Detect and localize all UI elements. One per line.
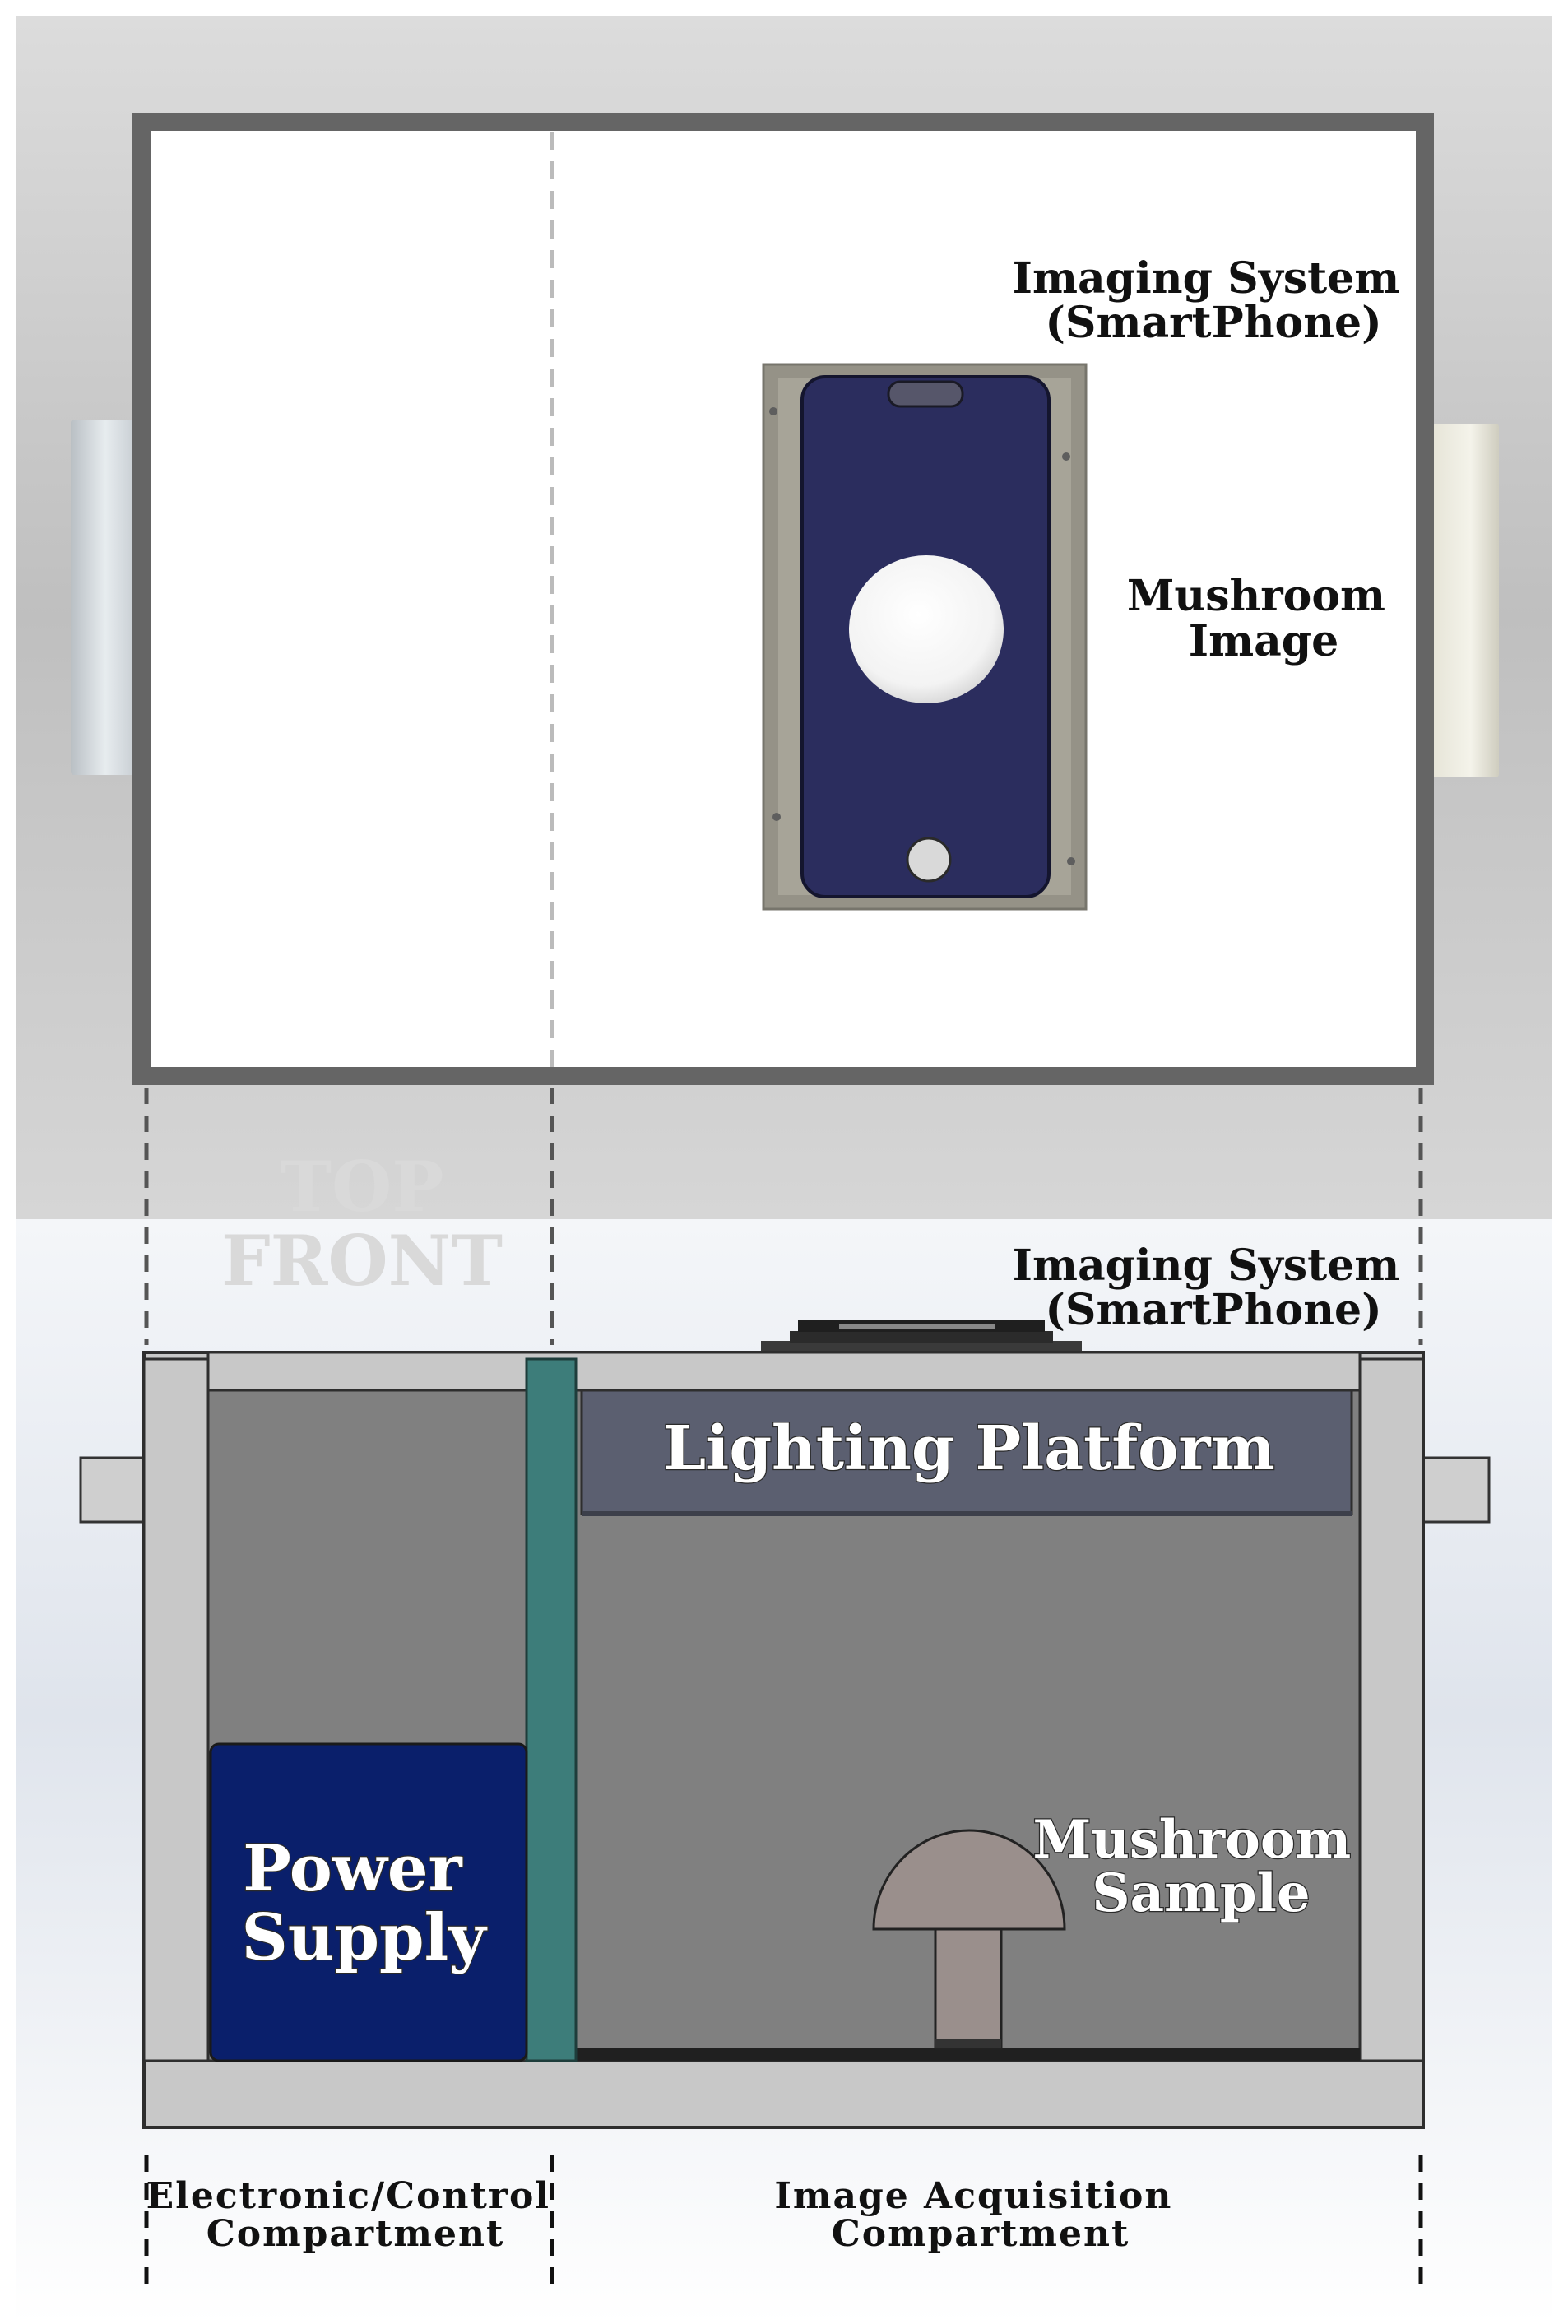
mushroom-image-cap: [849, 555, 1004, 703]
left-handle-front: [79, 1456, 148, 1524]
lighting-platform: [580, 1389, 1353, 1515]
top-view: Imaging System (SmartPhone) Mushroom Ima…: [16, 16, 1552, 1219]
compartment-divider: [525, 1357, 578, 2062]
right-handle-front: [1420, 1456, 1491, 1524]
mushroom-sample: [872, 1829, 1066, 2050]
left-handle-top: [71, 420, 140, 775]
side-wall-left: [142, 1357, 210, 2062]
mushroom-cap: [872, 1829, 1066, 1931]
smartphone-top: [762, 363, 1088, 911]
screw-icon: [1062, 452, 1070, 461]
mushroom-sample-label: Mushroom Sample: [1032, 1809, 1369, 1924]
imaging-system-label-front: Imaging System (SmartPhone): [1013, 1241, 1415, 1335]
front-view-label: FRONT: [221, 1220, 503, 1301]
home-button-icon: [906, 837, 952, 883]
right-handle-top: [1428, 424, 1499, 777]
top-view-label: TOP: [281, 1146, 444, 1227]
screw-icon: [772, 813, 781, 821]
side-wall-right: [1358, 1357, 1425, 2062]
power-supply: [209, 1742, 528, 2062]
lighting-platform-label: Lighting Platform: [663, 1413, 1275, 1484]
top-rim: [206, 1351, 1362, 1392]
chamber-floor: [576, 2048, 1360, 2061]
phone-notch: [887, 380, 964, 408]
image-compartment-label: Image Acquisition Compartment: [774, 2175, 1186, 2255]
front-view: TOP FRONT Imaging System (SmartPhone) Li…: [16, 1088, 1552, 2324]
smartphone-front: [761, 1320, 1082, 1351]
power-supply-label: Power Supply: [241, 1831, 488, 1975]
mushroom-stem: [934, 1927, 1003, 2050]
imaging-system-label-top: Imaging System (SmartPhone): [1013, 253, 1415, 348]
electronic-compartment-label: Electronic/Control Compartment: [146, 2175, 565, 2255]
screw-icon: [1067, 857, 1075, 865]
mushroom-image-label: Mushroom Image: [1127, 571, 1400, 666]
screw-icon: [769, 407, 777, 415]
